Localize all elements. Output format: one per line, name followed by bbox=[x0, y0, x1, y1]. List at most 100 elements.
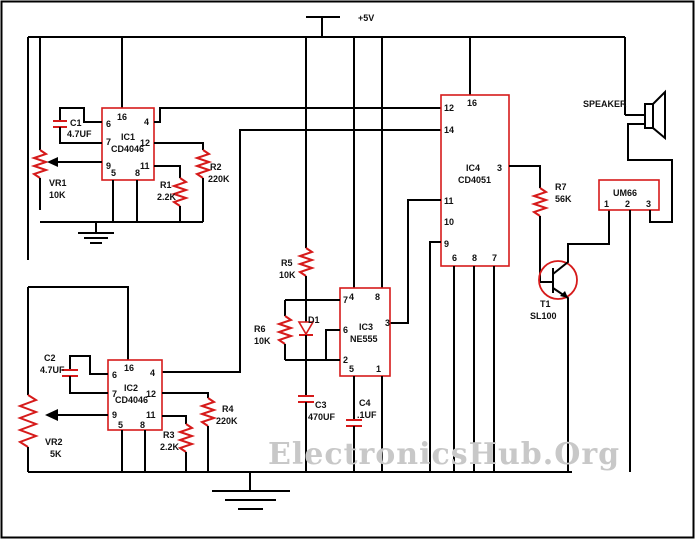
ic2-pin9: 9 bbox=[112, 410, 117, 420]
r4-value: 220K bbox=[216, 416, 238, 426]
ic4-pin9: 9 bbox=[444, 239, 449, 249]
vr2-ref: VR2 bbox=[45, 437, 63, 447]
r2-resistor bbox=[193, 149, 213, 179]
ic4-pin14: 14 bbox=[444, 125, 454, 135]
ic4-label: IC4 bbox=[466, 163, 480, 173]
speaker-icon bbox=[644, 89, 666, 141]
ic3-pin8: 8 bbox=[375, 292, 380, 302]
c3-value: 470UF bbox=[308, 412, 336, 422]
ic1-pin8: 8 bbox=[135, 168, 140, 178]
ic4-part: CD4051 bbox=[458, 175, 491, 185]
ic3-part: NE555 bbox=[350, 334, 378, 344]
ic2-pin7: 7 bbox=[112, 389, 117, 399]
ic2-pin12: 12 bbox=[146, 389, 156, 399]
speaker-ref: SPEAKER bbox=[583, 99, 627, 109]
vr1-ref: VR1 bbox=[49, 178, 67, 188]
r4-ref: R4 bbox=[222, 404, 234, 414]
ic1-pin12: 12 bbox=[140, 138, 150, 148]
ic3-pin3: 3 bbox=[385, 318, 390, 328]
r1-resistor bbox=[170, 177, 190, 207]
ic2-pin6: 6 bbox=[112, 370, 117, 380]
c2-value: 4.7UF bbox=[40, 365, 65, 375]
ic3-pin1: 1 bbox=[376, 364, 381, 374]
ic2-pin8: 8 bbox=[140, 420, 145, 430]
ic2-pin5: 5 bbox=[118, 420, 123, 430]
ic2-pin16: 16 bbox=[124, 363, 134, 373]
c2-ref: C2 bbox=[44, 353, 56, 363]
r6-ref: R6 bbox=[254, 324, 266, 334]
ic3-chip bbox=[339, 287, 391, 377]
supply-symbol bbox=[306, 16, 340, 37]
ic2-part: CD4046 bbox=[115, 395, 148, 405]
ic1-part: CD4046 bbox=[111, 144, 144, 154]
ic1-pin16: 16 bbox=[117, 112, 127, 122]
vr1-value: 10K bbox=[49, 190, 66, 200]
ground-symbol-ic1 bbox=[78, 222, 114, 244]
watermark: ElectronicsHub.Org bbox=[268, 437, 620, 472]
vr1-resistor bbox=[30, 149, 50, 179]
ic3-pin7: 7 bbox=[343, 295, 348, 305]
t1-transistor bbox=[538, 260, 578, 300]
ic4-pin11: 11 bbox=[444, 196, 454, 206]
ic1-pin4: 4 bbox=[144, 117, 149, 127]
vr2-value: 5K bbox=[50, 449, 62, 459]
r6-resistor bbox=[275, 315, 295, 345]
ic1-pin11: 11 bbox=[140, 161, 150, 171]
ic1-pin5: 5 bbox=[111, 168, 116, 178]
ic4-pin7: 7 bbox=[492, 253, 497, 263]
ic1-pin9: 9 bbox=[106, 161, 111, 171]
ic2-pin4: 4 bbox=[150, 368, 155, 378]
r1-ref: R1 bbox=[160, 180, 172, 190]
r2-value: 220K bbox=[208, 174, 230, 184]
d1-diode bbox=[297, 321, 315, 336]
ic4-pin12: 12 bbox=[444, 103, 454, 113]
ic3-pin4: 4 bbox=[349, 292, 354, 302]
r7-value: 56K bbox=[555, 194, 572, 204]
ic3-pin6: 6 bbox=[343, 325, 348, 335]
ic2-chip bbox=[107, 359, 163, 431]
r5-resistor bbox=[296, 247, 316, 277]
ic2-label: IC2 bbox=[124, 383, 138, 393]
um66-ref: UM66 bbox=[613, 188, 637, 198]
um66-pin1: 1 bbox=[604, 199, 609, 209]
ic4-pin6: 6 bbox=[452, 253, 457, 263]
vr2-resistor bbox=[17, 394, 39, 448]
r3-value: 2.2K bbox=[160, 442, 180, 452]
ic3-pin2: 2 bbox=[343, 355, 348, 365]
ic3-pin5: 5 bbox=[349, 364, 354, 374]
um66-pin2: 2 bbox=[625, 199, 630, 209]
r2-ref: R2 bbox=[210, 162, 222, 172]
r4-resistor bbox=[198, 397, 218, 427]
r7-ref: R7 bbox=[555, 182, 567, 192]
supply-label: +5V bbox=[358, 13, 374, 23]
ic1-pin6: 6 bbox=[106, 119, 111, 129]
c4-value: .1UF bbox=[357, 410, 377, 420]
r3-ref: R3 bbox=[163, 430, 175, 440]
ic4-pin8: 8 bbox=[472, 253, 477, 263]
ic4-pin16: 16 bbox=[467, 98, 477, 108]
r5-ref: R5 bbox=[281, 258, 293, 268]
ic1-pin7: 7 bbox=[106, 137, 111, 147]
r5-value: 10K bbox=[279, 270, 296, 280]
t1-value: SL100 bbox=[530, 311, 557, 321]
ic4-pin3: 3 bbox=[497, 163, 502, 173]
ic2-pin11: 11 bbox=[146, 410, 156, 420]
c4-ref: C4 bbox=[359, 398, 371, 408]
r6-value: 10K bbox=[254, 336, 271, 346]
ic4-chip bbox=[440, 94, 510, 267]
ic4-pin10: 10 bbox=[444, 217, 454, 227]
c1-ref: C1 bbox=[70, 118, 82, 128]
um66-pin3: 3 bbox=[646, 199, 651, 209]
um66-chip bbox=[598, 179, 660, 211]
ic3-label: IC3 bbox=[359, 322, 373, 332]
ground-symbol-main bbox=[212, 472, 290, 510]
r3-resistor bbox=[176, 423, 196, 453]
t1-ref: T1 bbox=[540, 299, 551, 309]
d1-ref: D1 bbox=[308, 315, 320, 325]
ic1-label: IC1 bbox=[121, 132, 135, 142]
c3-ref: C3 bbox=[315, 400, 327, 410]
r7-resistor bbox=[530, 187, 550, 217]
